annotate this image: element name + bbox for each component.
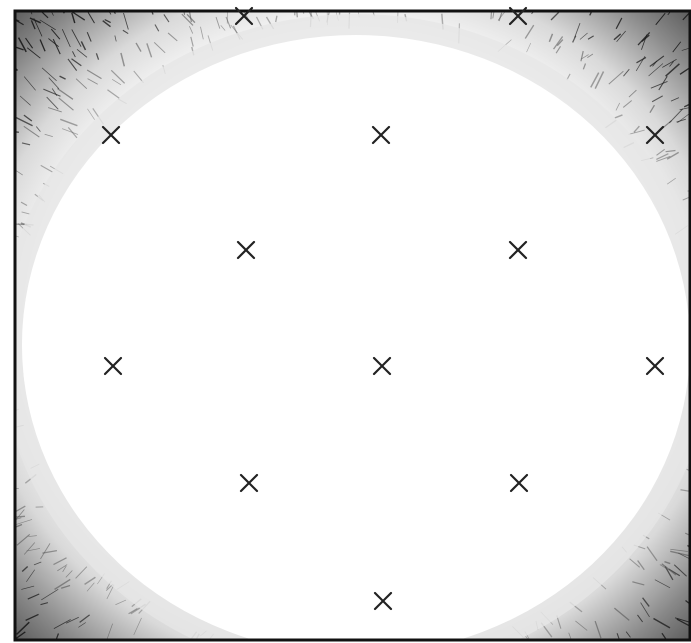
bright-field: [22, 35, 690, 643]
